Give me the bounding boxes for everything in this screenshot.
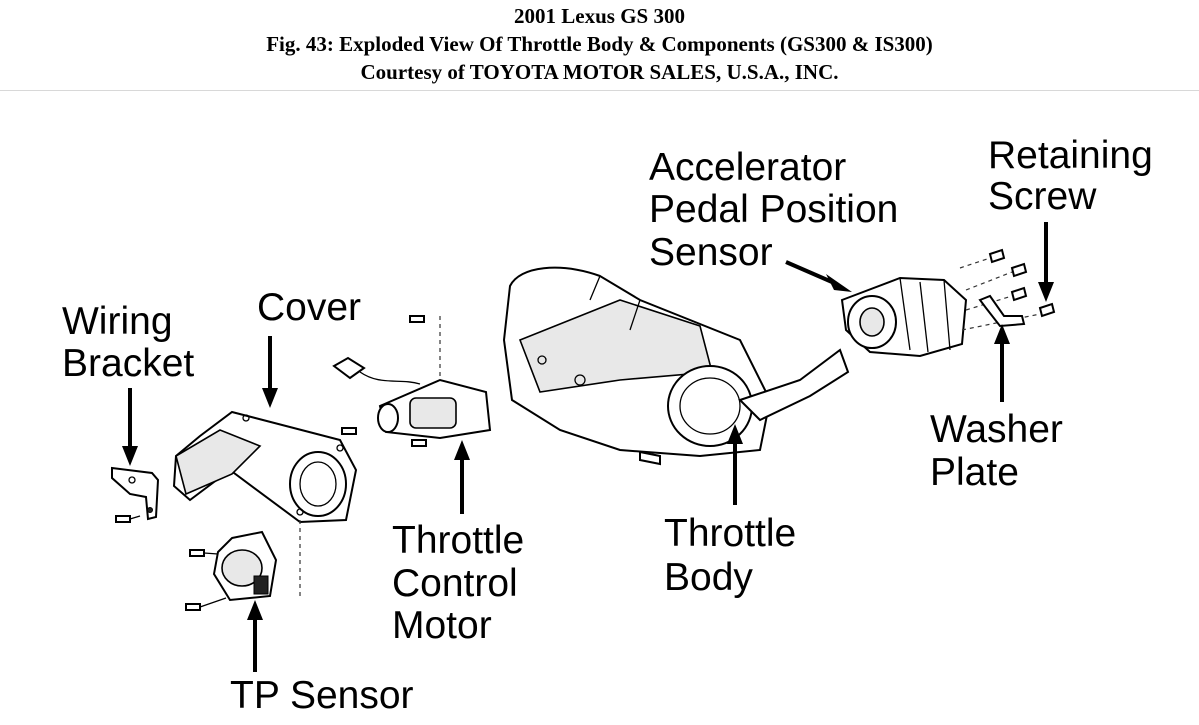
washer-plate-part — [978, 294, 1026, 328]
retaining-screws — [988, 248, 1056, 318]
throttle-body-part — [502, 266, 850, 466]
page-title: 2001 Lexus GS 300 — [514, 4, 685, 28]
label-washer-plate-line1: Washer — [930, 408, 1063, 451]
wiring-bracket-part — [111, 466, 160, 523]
label-throttle-control-motor-line2: Control — [392, 562, 518, 605]
label-washer-plate-line2: Plate — [930, 451, 1019, 494]
throttle-control-motor-part — [332, 315, 492, 447]
label-accelerator-sensor-line2: Pedal Position — [649, 188, 898, 231]
label-wiring-bracket-line2: Bracket — [62, 342, 194, 385]
label-retaining-screw-line1: Retaining — [988, 134, 1153, 177]
figure-header: 2001 Lexus GS 300 Fig. 43: Exploded View… — [0, 0, 1199, 91]
accelerator-pedal-position-sensor-part — [840, 276, 968, 358]
label-accelerator-sensor-line3: Sensor — [649, 231, 773, 274]
courtesy-line: Courtesy of TOYOTA MOTOR SALES, U.S.A., … — [360, 60, 839, 84]
figure-caption: Fig. 43: Exploded View Of Throttle Body … — [266, 32, 933, 56]
label-retaining-screw-line2: Screw — [988, 175, 1097, 218]
label-accelerator-sensor-line1: Accelerator — [649, 146, 846, 189]
tp-sensor-part — [185, 530, 278, 611]
label-throttle-control-motor-line3: Motor — [392, 604, 492, 647]
leader-arrows — [122, 222, 1054, 672]
cover-part — [172, 410, 358, 524]
label-throttle-control-motor-line1: Throttle — [392, 519, 524, 562]
label-throttle-body-line1: Throttle — [664, 512, 796, 555]
label-tp-sensor: TP Sensor — [230, 674, 414, 717]
label-wiring-bracket-line1: Wiring — [62, 300, 173, 343]
label-cover: Cover — [257, 286, 361, 329]
label-throttle-body-line2: Body — [664, 556, 753, 599]
